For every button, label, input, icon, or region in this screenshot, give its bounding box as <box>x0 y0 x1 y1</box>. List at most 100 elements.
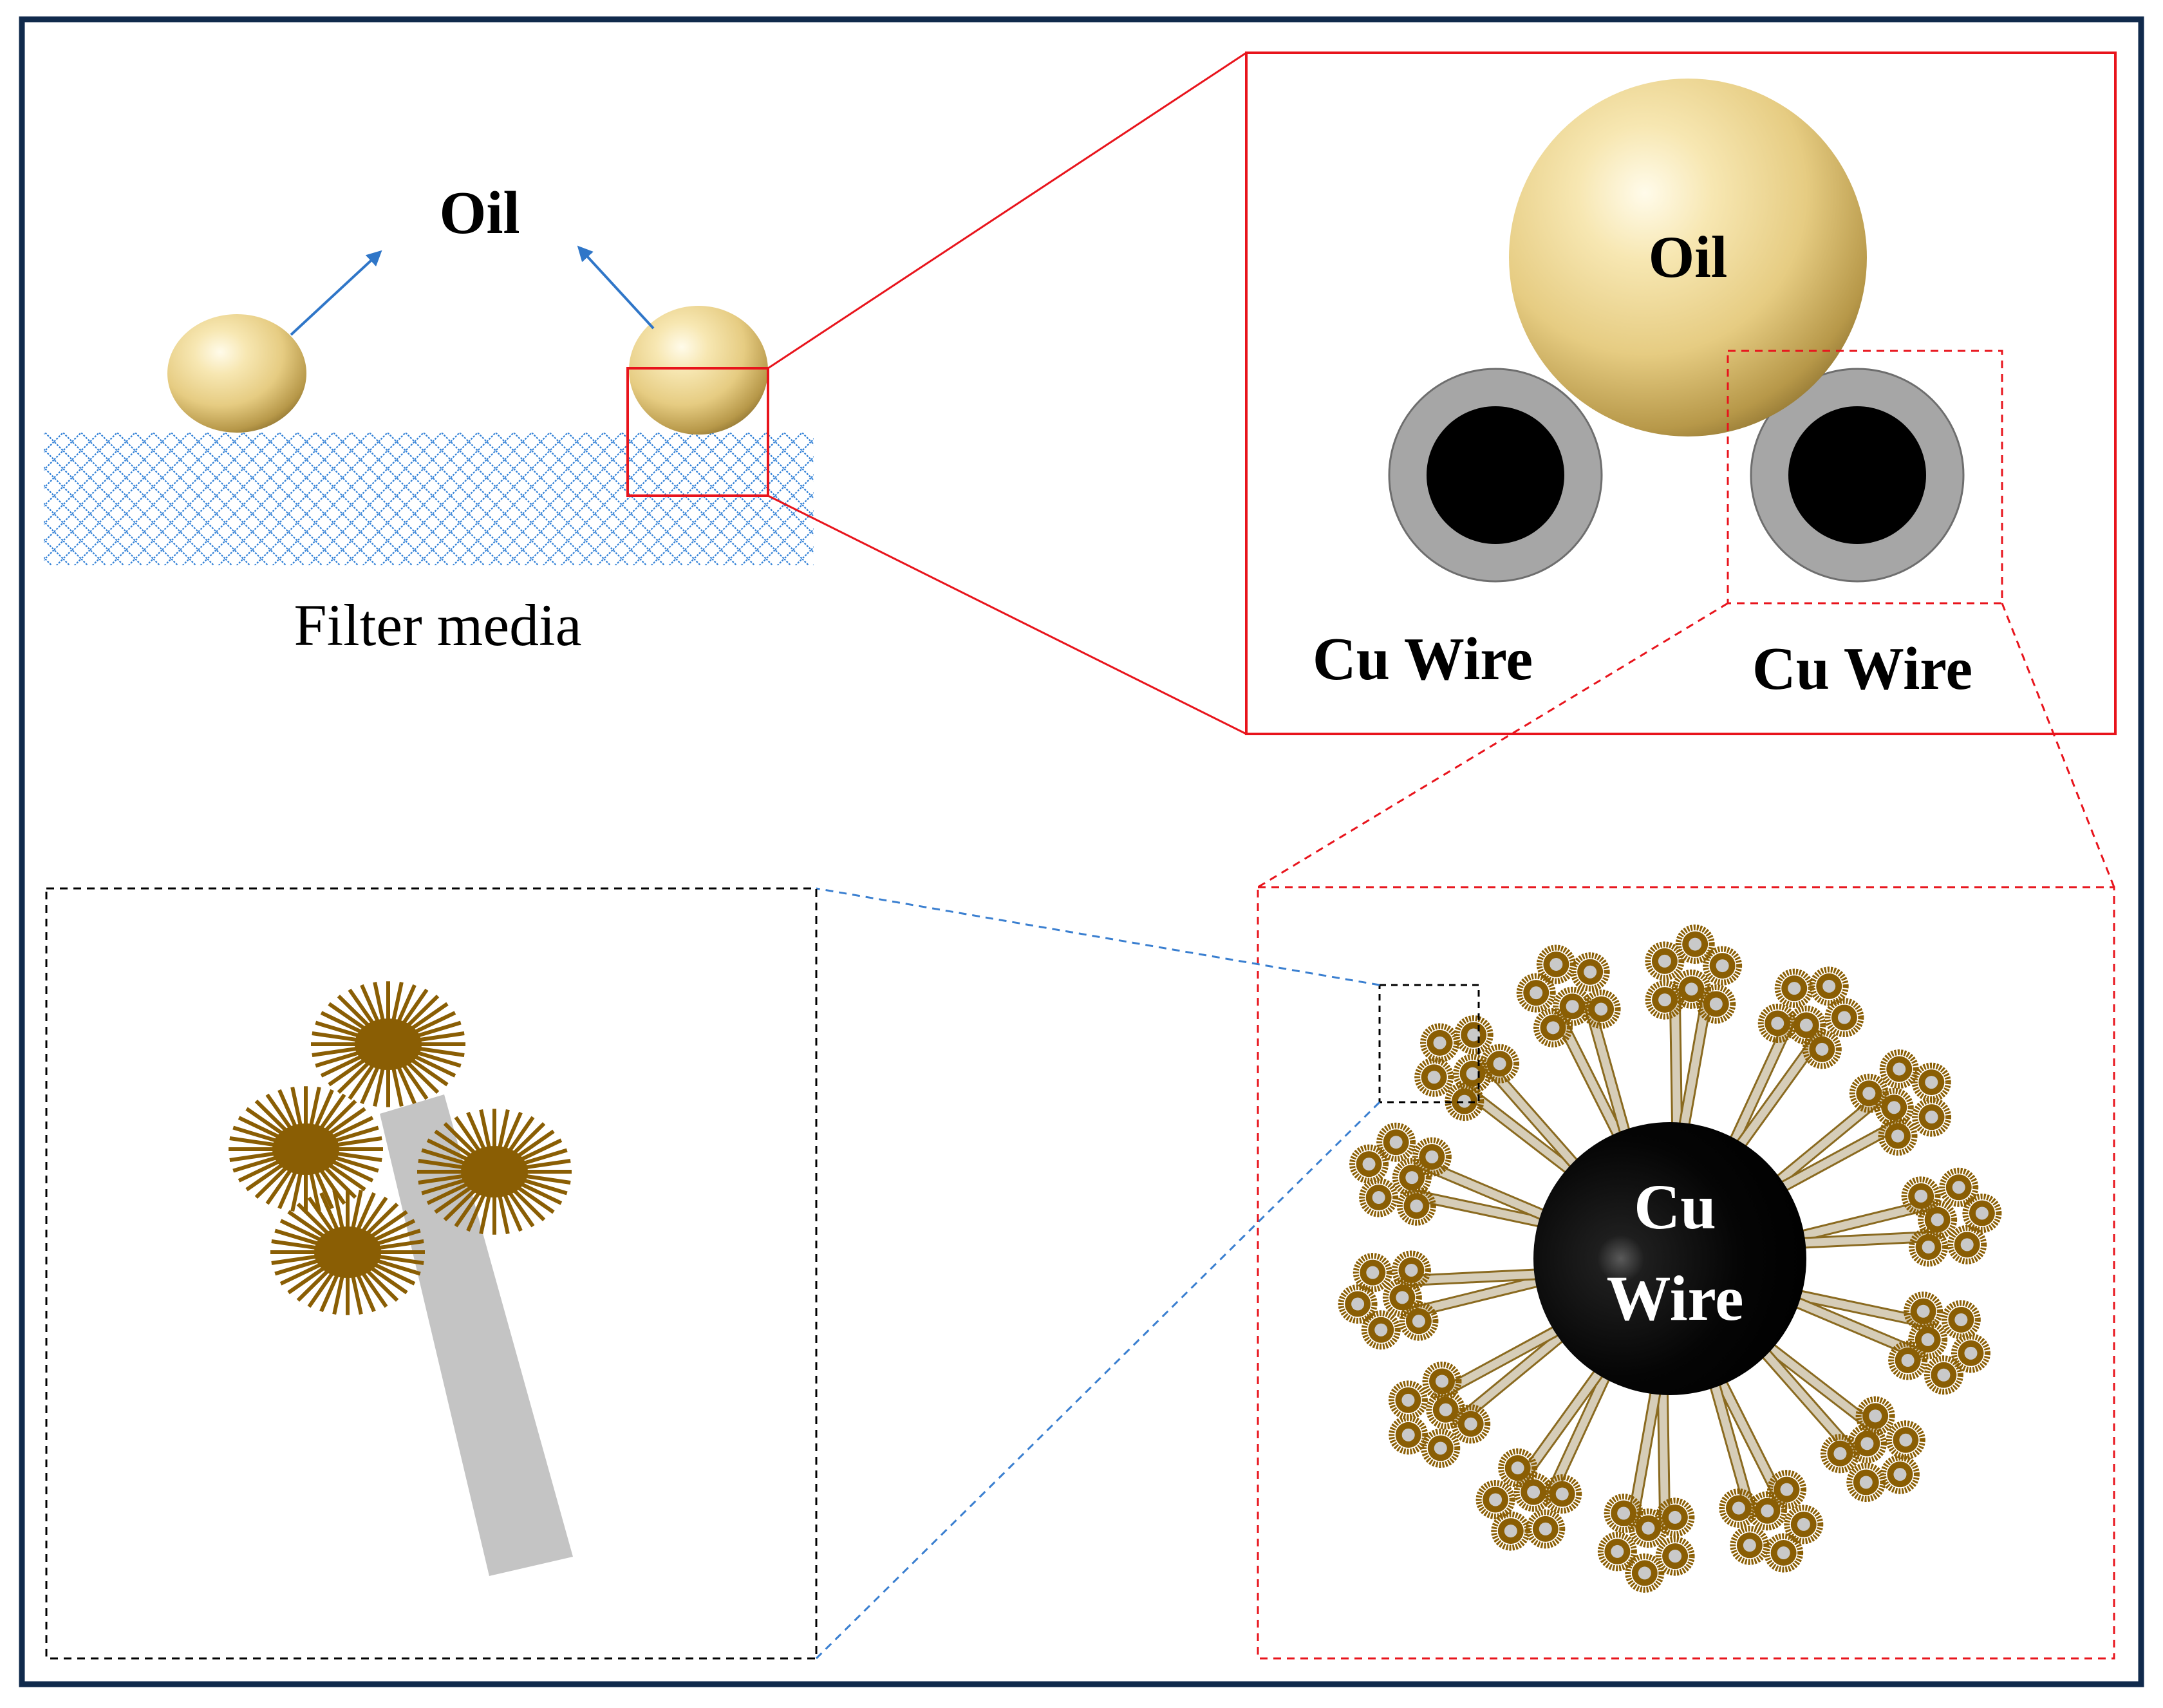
mini-urchin-icon <box>1878 1116 1918 1156</box>
mini-urchin-center <box>1860 1437 1874 1450</box>
nano-branch <box>1645 924 1743 1164</box>
mini-urchin-spikes <box>1376 1122 1416 1162</box>
mini-urchin-center <box>1859 1476 1873 1489</box>
mini-urchin-center <box>1466 1067 1479 1080</box>
mini-urchin-center <box>1405 1263 1418 1277</box>
mini-urchin-spikes <box>1412 1137 1452 1177</box>
mini-urchin-spikes <box>1947 1225 1987 1264</box>
mini-urchin-center <box>1915 1189 1928 1203</box>
mini-urchin-icon <box>1399 1301 1439 1341</box>
arrow-left-icon <box>290 250 382 336</box>
mini-urchin-spikes <box>1420 1023 1460 1063</box>
mini-urchin-spikes <box>1645 980 1685 1020</box>
urchin-body <box>314 1226 381 1278</box>
mini-urchin-center <box>1617 1506 1631 1520</box>
mini-urchin-spikes <box>1878 1116 1918 1156</box>
cu-wire-label-right: Cu Wire <box>1752 635 1972 702</box>
mini-urchin-spikes <box>1349 1144 1389 1184</box>
zoom-panel-bottom-right <box>1257 886 2115 1660</box>
zoom-panel-bottom-left <box>45 887 818 1660</box>
mini-urchin-spikes <box>1824 998 1864 1038</box>
mini-urchin-center <box>1493 1057 1506 1071</box>
mini-urchin-icon <box>1349 1144 1389 1184</box>
mini-urchin-spikes <box>1939 1167 1979 1207</box>
mini-urchin-spikes <box>1533 1008 1573 1047</box>
urchin-body <box>272 1123 339 1175</box>
nano-branch <box>1597 1353 1695 1593</box>
mini-urchin-spikes <box>1338 1284 1378 1324</box>
mini-urchin-icon <box>1802 1029 1842 1069</box>
mini-urchin-center <box>1658 993 1672 1007</box>
mini-urchin-spikes <box>1399 1301 1439 1341</box>
mini-urchin-center <box>1685 982 1698 996</box>
mini-urchin-spikes <box>1414 1057 1454 1097</box>
mini-urchin-center <box>1780 1483 1793 1496</box>
mini-urchin-center <box>1539 1522 1552 1535</box>
mini-urchin-center <box>1427 1071 1441 1084</box>
mini-urchin-spikes <box>1604 1494 1643 1534</box>
mini-urchin-center <box>1833 1447 1847 1460</box>
mini-urchin-center <box>1891 1129 1905 1143</box>
zoom-box-wire <box>1727 350 2003 605</box>
mini-urchin-center <box>1732 1501 1745 1515</box>
mini-urchin-center <box>1822 979 1836 993</box>
mini-urchin-center <box>1916 1304 1930 1318</box>
mini-urchin-icon <box>1420 1023 1460 1063</box>
mini-urchin-center <box>1925 1076 1938 1089</box>
urchin-icon <box>229 1086 383 1212</box>
arrow-right-icon <box>577 245 655 330</box>
mini-urchin-center <box>1954 1313 1968 1326</box>
mini-urchin-icon <box>1533 1008 1573 1047</box>
mini-urchin-icon <box>1886 1420 1925 1460</box>
mini-urchin-center <box>1869 1409 1882 1423</box>
mini-urchin-icon <box>1675 924 1715 964</box>
mini-urchin-center <box>1925 1111 1938 1124</box>
mini-urchin-center <box>1511 1461 1524 1475</box>
mini-urchin-icon <box>1597 1532 1637 1572</box>
mini-urchin-center <box>1893 1062 1906 1076</box>
mini-urchin-center <box>1457 1094 1471 1108</box>
mini-urchin-icon <box>1645 980 1685 1020</box>
mini-urchin-center <box>1668 1510 1681 1524</box>
mini-urchin-spikes <box>1536 944 1576 984</box>
filter-media-mesh <box>44 433 814 565</box>
mini-urchin-center <box>1797 1517 1810 1531</box>
link-line-bottom <box>815 1101 1381 1660</box>
cu-wire-core-icon <box>1533 1122 1806 1395</box>
mini-urchin-icon <box>1846 1462 1886 1502</box>
core-label-line2: Wire <box>1607 1262 1744 1334</box>
mini-urchin-icon <box>1536 944 1576 984</box>
mini-urchin-icon <box>1422 1361 1462 1401</box>
mini-urchin-icon <box>1909 1227 1949 1267</box>
urchin-icon <box>417 1109 572 1235</box>
mini-urchin-center <box>1960 1238 1974 1252</box>
mini-urchin-spikes <box>1655 1497 1695 1537</box>
mini-urchin-center <box>1799 1018 1813 1032</box>
mini-urchin-icon <box>1880 1454 1920 1494</box>
mini-urchin-center <box>1467 1028 1481 1042</box>
mini-urchin-spikes <box>1526 1509 1566 1549</box>
mini-urchin-icon <box>1747 1491 1787 1531</box>
mini-urchin-icon <box>1491 1511 1531 1551</box>
mini-urchin-center <box>1788 982 1801 995</box>
mini-urchin-spikes <box>1422 1361 1462 1401</box>
mini-urchin-center <box>1566 1000 1579 1013</box>
mini-urchin-spikes <box>1757 1003 1797 1043</box>
mini-urchin-icon <box>1655 1497 1695 1537</box>
mini-urchin-spikes <box>1941 1300 1981 1340</box>
mini-urchin-center <box>1899 1433 1913 1447</box>
mini-urchin-icon <box>1445 1082 1484 1121</box>
mini-urchin-center <box>1887 1101 1901 1114</box>
mini-urchin-icon <box>1526 1509 1566 1549</box>
mini-urchin-spikes <box>1480 1044 1520 1084</box>
mini-urchin-icon <box>1888 1340 1928 1380</box>
mini-urchin-icon <box>1516 973 1556 1013</box>
mini-urchin-center <box>1975 1206 1989 1220</box>
mini-urchin-center <box>1638 1566 1651 1580</box>
mini-urchin-center <box>1964 1346 1978 1360</box>
mini-urchin-icon <box>1879 1049 1919 1089</box>
mini-urchin-center <box>1709 997 1723 1011</box>
mini-urchin-spikes <box>1924 1355 1963 1395</box>
mini-urchin-spikes <box>1498 1448 1538 1488</box>
